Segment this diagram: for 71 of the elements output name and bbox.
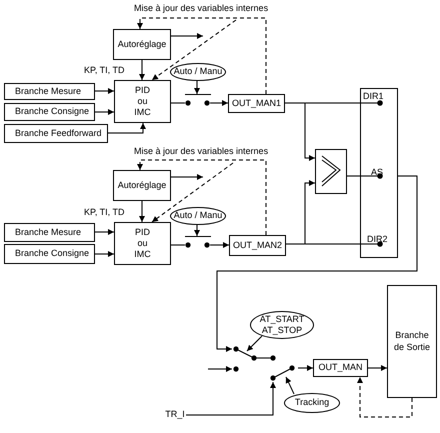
- node-label: Auto / Manu: [174, 210, 222, 222]
- node-label: Branche Mesure: [15, 226, 82, 238]
- comparator-box: [315, 149, 347, 194]
- process-box: [4, 83, 95, 100]
- mode-ellipse: [250, 311, 314, 339]
- selector-box: [360, 88, 398, 258]
- process-box: [313, 359, 368, 377]
- switch-symbol: [184, 234, 212, 250]
- process-box: [4, 244, 95, 264]
- edge-label: KP, TI, TD: [83, 208, 126, 217]
- arrow: [194, 80, 200, 94]
- mode-ellipse: [170, 207, 226, 225]
- arrow: [94, 229, 114, 235]
- node-label: Branche Consigne: [15, 106, 90, 118]
- process-box: [113, 29, 171, 60]
- arrow: [216, 176, 418, 352]
- signal-label: TR_I: [164, 409, 186, 421]
- process-box: [4, 124, 108, 143]
- port-label: DIR2: [367, 235, 388, 244]
- process-box: [4, 223, 95, 242]
- process-box: [114, 222, 171, 265]
- arrow: [186, 382, 276, 416]
- node-label: OUT_MAN2: [232, 240, 282, 252]
- arrow: [94, 109, 114, 115]
- node-label: Auto / Manu: [174, 66, 222, 78]
- arrow: [94, 251, 114, 257]
- process-box: [228, 94, 285, 113]
- dashed-arrow: [137, 160, 266, 236]
- arrow: [286, 376, 294, 394]
- port-label: DIR1: [363, 92, 384, 101]
- arrow: [94, 88, 114, 94]
- arrow: [368, 365, 388, 371]
- node-label: Autoréglage: [118, 38, 166, 50]
- arrow: [208, 366, 232, 372]
- edge-label: KP, TI, TD: [83, 66, 126, 75]
- process-box: [113, 170, 171, 201]
- node-label: Branche Mesure: [15, 86, 82, 98]
- arrow: [210, 242, 230, 248]
- dashed-arrow: [137, 18, 266, 94]
- node-label: Branche Consigne: [15, 248, 90, 260]
- process-box: [114, 80, 171, 123]
- dashed-arrow: [152, 162, 234, 222]
- node-label: AT_START AT_STOP: [258, 314, 306, 336]
- node-label: OUT_MAN: [318, 362, 362, 374]
- arrow: [298, 365, 314, 371]
- arrow: [246, 336, 262, 352]
- node-label: Branche Feedforward: [15, 128, 102, 140]
- node-label: PID ou IMC: [133, 226, 152, 260]
- mode-ellipse: [284, 393, 340, 413]
- dashed-arrow: [152, 20, 236, 80]
- arrow: [170, 174, 204, 180]
- process-box: [387, 285, 437, 398]
- node-label: Tracking: [294, 397, 330, 409]
- switch-symbol: [184, 92, 212, 108]
- node-label: Autoréglage: [118, 180, 166, 192]
- arrow: [139, 60, 145, 80]
- node-label: PID ou IMC: [133, 84, 152, 118]
- arrow: [210, 100, 228, 106]
- edge-label: Mise à jour des variables internes: [133, 147, 270, 156]
- arrow: [284, 102, 316, 161]
- node-label: Branche de Sortie: [392, 330, 432, 353]
- arrow: [170, 33, 204, 39]
- process-box: [229, 235, 286, 256]
- process-box: [4, 103, 95, 121]
- mode-ellipse: [170, 63, 226, 81]
- arrow: [194, 224, 200, 236]
- edge-label: Mise à jour des variables internes: [133, 4, 270, 13]
- node-label: OUT_MAN1: [232, 98, 281, 110]
- dashed-arrow: [357, 376, 412, 418]
- arrow: [139, 200, 145, 222]
- arrow: [108, 122, 146, 134]
